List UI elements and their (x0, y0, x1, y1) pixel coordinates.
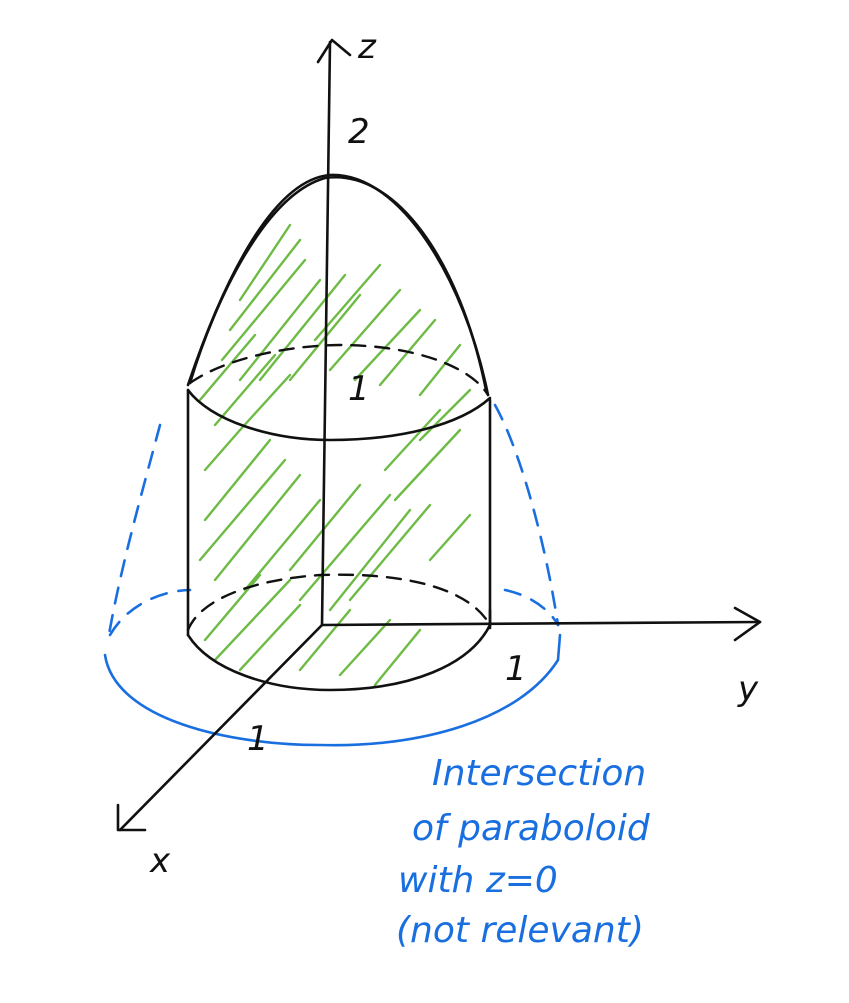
z-axis (320, 40, 332, 627)
y-axis-label: y (737, 669, 759, 709)
z-tick-1: 1 (348, 369, 370, 409)
axes (116, 38, 762, 832)
cylinder (186, 388, 492, 692)
z-arrow-icon (316, 38, 352, 64)
annotation-line-4: (not relevant) (396, 910, 644, 951)
x-arrow-icon (116, 803, 147, 832)
x-tick-1: 1 (247, 719, 269, 759)
paraboloid-z0-intersection (103, 403, 562, 747)
annotation-line-2: of paraboloid (412, 808, 651, 849)
y-tick-1: 1 (505, 649, 527, 689)
z-axis-label: z (357, 27, 377, 67)
y-axis (320, 620, 762, 627)
z-tick-2: 2 (348, 112, 370, 152)
annotation-line-3: with z=0 (398, 860, 558, 901)
paraboloid-cap (186, 173, 490, 397)
hatching (198, 223, 472, 687)
x-axis-label: x (149, 841, 171, 881)
annotation: Intersection of paraboloid with z=0 (not… (396, 753, 651, 951)
y-arrow-icon (733, 606, 762, 642)
annotation-line-1: Intersection (432, 753, 646, 794)
x-axis (118, 623, 324, 832)
